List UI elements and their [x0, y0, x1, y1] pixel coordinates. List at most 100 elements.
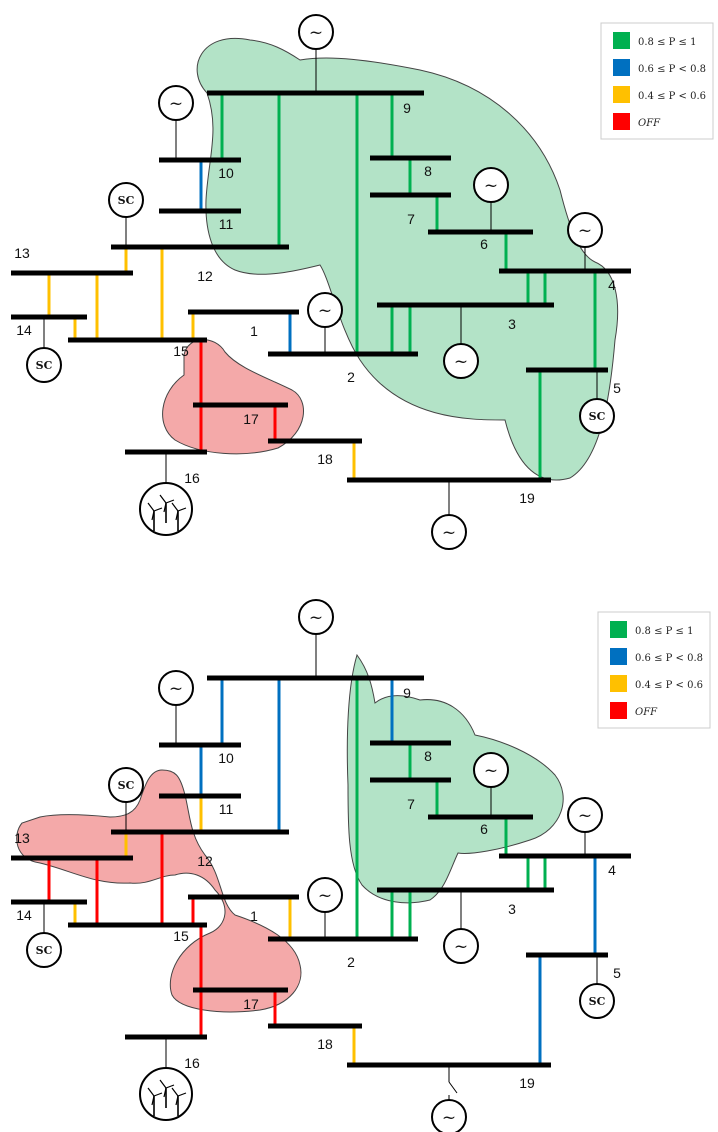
generator-icon: ~ — [307, 877, 343, 913]
legend-label: 0.8 ≤ P ≤ 1 — [638, 37, 696, 48]
legend-label: 0.4 ≤ P < 0.6 — [638, 91, 706, 102]
sc-circle — [579, 398, 615, 434]
generator-icon: ~ — [473, 752, 509, 788]
bus-label-9: 9 — [403, 685, 411, 701]
bus-label-15: 15 — [173, 928, 189, 944]
bus-label-18: 18 — [317, 1036, 333, 1052]
bus-label-5: 5 — [613, 965, 621, 981]
generator-circle — [567, 797, 603, 833]
bus-label-7: 7 — [407, 796, 415, 812]
legend-swatch — [613, 113, 630, 130]
generator-circle — [473, 167, 509, 203]
legend-swatch — [610, 621, 627, 638]
bus-label-6: 6 — [480, 821, 488, 837]
synchronous-condenser-icon: SC — [108, 767, 144, 803]
turbine-blades — [171, 502, 187, 521]
synchronous-condenser-icon: SC — [26, 347, 62, 383]
turbine-blades — [147, 1087, 163, 1106]
bus-label-7: 7 — [407, 211, 415, 227]
legend-label: 0.8 ≤ P ≤ 1 — [635, 626, 693, 637]
legend-label: 0.4 ≤ P < 0.6 — [635, 680, 703, 691]
generator-icon: ~ — [158, 670, 194, 706]
bus-label-17: 17 — [243, 996, 259, 1012]
legend-swatch — [613, 59, 630, 76]
bus-label-5: 5 — [613, 380, 621, 396]
bus-label-12: 12 — [197, 268, 213, 284]
bus-label-4: 4 — [608, 862, 616, 878]
legend-label: OFF — [635, 707, 658, 718]
island-red-2 — [162, 339, 304, 455]
generator-symbol: ~ — [318, 886, 332, 906]
generator-symbol: ~ — [309, 608, 323, 628]
diagram-2: 12345678910111213141516171819~~~~~~~SCSC… — [11, 599, 711, 1132]
generator-icon: ~ — [431, 1099, 467, 1132]
generator-circle — [443, 343, 479, 379]
sc-circle — [579, 983, 615, 1019]
bus-label-10: 10 — [218, 750, 234, 766]
bus-label-11: 11 — [219, 801, 234, 817]
generator-icon: ~ — [443, 343, 479, 379]
sc-circle — [26, 347, 62, 383]
generator-icon: ~ — [431, 514, 467, 550]
generator-icon: ~ — [298, 14, 334, 50]
bus-label-17: 17 — [243, 411, 259, 427]
legend-swatch — [613, 86, 630, 103]
synchronous-condenser-icon: SC — [579, 398, 615, 434]
generator-circle — [473, 752, 509, 788]
legend-swatch — [610, 675, 627, 692]
generator-circle — [158, 670, 194, 706]
bus-label-9: 9 — [403, 100, 411, 116]
bus-label-16: 16 — [184, 1055, 200, 1071]
bus-label-2: 2 — [347, 954, 355, 970]
generator-circle — [431, 1099, 467, 1132]
sc-label: SC — [36, 944, 53, 957]
generator-symbol: ~ — [484, 761, 498, 781]
synchronous-condenser-icon: SC — [26, 932, 62, 968]
generator-circle — [307, 877, 343, 913]
bus-label-1: 1 — [250, 908, 258, 924]
sc-label: SC — [589, 410, 606, 423]
turbine-blades — [147, 502, 163, 521]
generator-symbol: ~ — [442, 523, 456, 543]
generator-symbol: ~ — [169, 94, 183, 114]
legend-label: 0.6 ≤ P < 0.8 — [635, 653, 703, 664]
generator-circle — [298, 14, 334, 50]
generator-symbol: ~ — [309, 23, 323, 43]
bus-label-1: 1 — [250, 323, 258, 339]
generator-icon: ~ — [443, 928, 479, 964]
generator-symbol: ~ — [454, 352, 468, 372]
bus-label-12: 12 — [197, 853, 213, 869]
generator-circle — [307, 292, 343, 328]
generator-symbol: ~ — [454, 937, 468, 957]
sc-circle — [108, 182, 144, 218]
sc-label: SC — [36, 359, 53, 372]
generator-icon: ~ — [158, 85, 194, 121]
bus-label-6: 6 — [480, 236, 488, 252]
generator-symbol: ~ — [169, 679, 183, 699]
legend-label: 0.6 ≤ P < 0.8 — [638, 64, 706, 75]
bus-label-19: 19 — [519, 1075, 535, 1091]
turbine-blades — [159, 494, 175, 513]
generator-icon: ~ — [307, 292, 343, 328]
island-green-1 — [346, 653, 564, 904]
turbine-blades — [159, 1079, 175, 1098]
turbine-blades — [171, 1087, 187, 1106]
bus-label-14: 14 — [16, 322, 32, 338]
generator-circle — [298, 599, 334, 635]
sc-label: SC — [118, 194, 135, 207]
wind-turbine-icon — [139, 482, 193, 536]
bus-label-10: 10 — [218, 165, 234, 181]
generator-symbol: ~ — [578, 806, 592, 826]
open-switch — [448, 1081, 458, 1094]
bus-label-3: 3 — [508, 901, 516, 917]
sc-label: SC — [118, 779, 135, 792]
generator-symbol: ~ — [484, 176, 498, 196]
generator-icon: ~ — [473, 167, 509, 203]
legend-swatch — [613, 32, 630, 49]
bus-label-4: 4 — [608, 277, 616, 293]
legend-swatch — [610, 702, 627, 719]
bus-label-16: 16 — [184, 470, 200, 486]
synchronous-condenser-icon: SC — [108, 182, 144, 218]
